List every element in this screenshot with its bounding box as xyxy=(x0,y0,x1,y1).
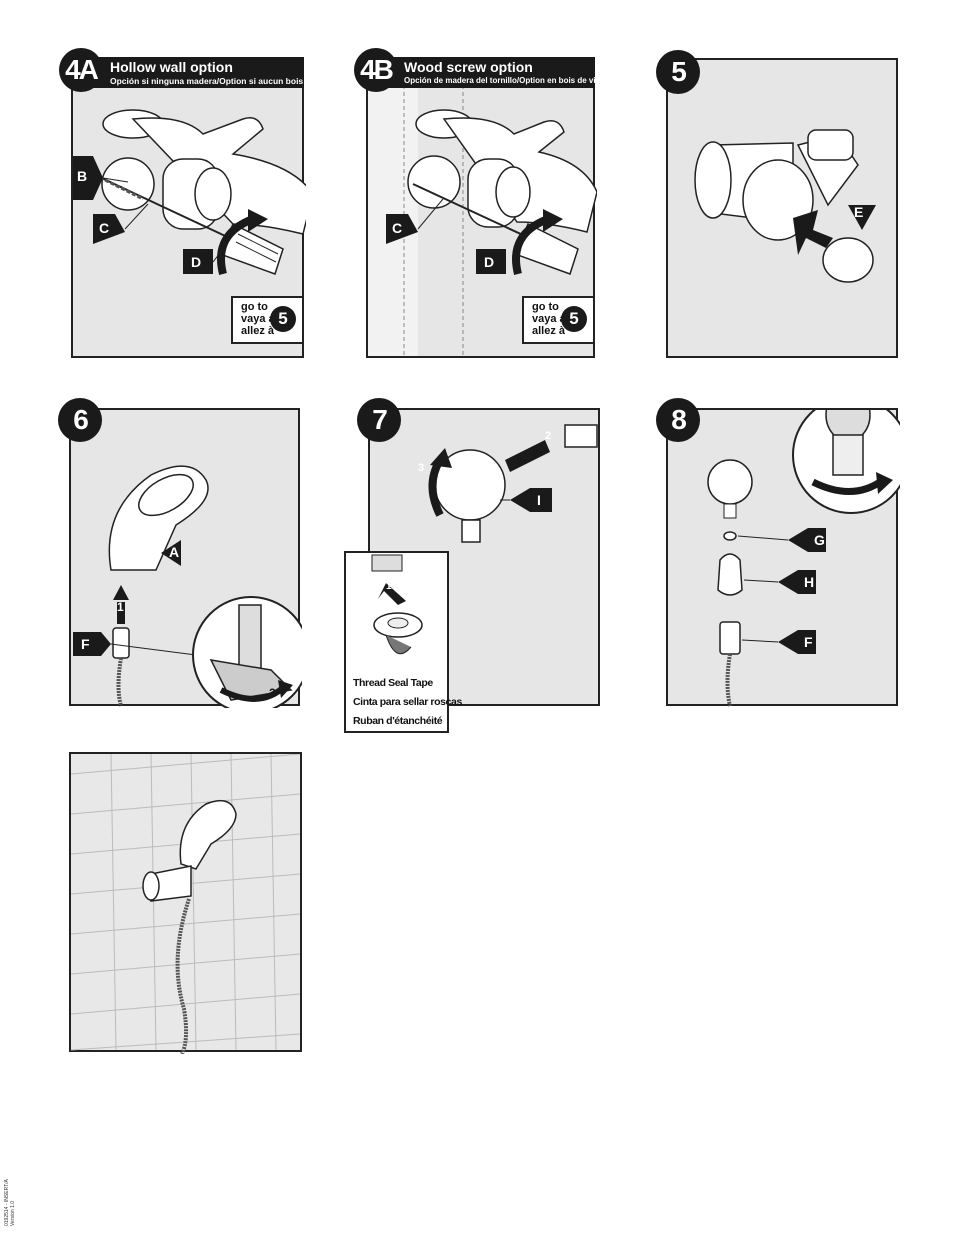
callout-c-marker xyxy=(386,214,418,244)
tape-label-es: Cinta para sellar roscas xyxy=(353,696,462,708)
arrow-label-1: 1 xyxy=(117,600,124,614)
callout-a: A xyxy=(169,544,180,560)
step-4a-subtitle: Opción si ninguna madera/Option si aucun… xyxy=(110,76,304,86)
goto-step-badge: 5 xyxy=(270,306,296,332)
callout-h-marker xyxy=(778,570,816,594)
document-version-text: Version 1.0 xyxy=(10,1200,16,1226)
step-4b-subtitle: Opción de madera del tornillo/Option en … xyxy=(404,76,601,85)
callout-f-marker xyxy=(73,632,111,656)
callout-d-marker xyxy=(183,249,213,274)
callout-i-marker xyxy=(510,488,552,512)
step-6-panel: A F 1 2 xyxy=(69,408,302,708)
callout-f-marker xyxy=(778,630,816,654)
step-8-panel: G H F xyxy=(666,408,900,707)
callout-f: F xyxy=(804,634,813,650)
arrow-label-1: 1 xyxy=(386,581,392,592)
callout-g: G xyxy=(814,532,825,548)
step-6-badge: 6 xyxy=(58,398,102,442)
step-4a-title-bar: Hollow wall option Opción si ninguna mad… xyxy=(86,57,304,88)
goto-step-badge: 5 xyxy=(561,306,587,332)
callout-e: E xyxy=(854,204,864,220)
tape-label-fr: Ruban d'étanchéité xyxy=(353,715,443,727)
callout-h: H xyxy=(804,574,815,590)
tape-label-en: Thread Seal Tape xyxy=(353,677,433,689)
arrow-label-2: 2 xyxy=(545,430,552,442)
step-4b-illustration xyxy=(368,64,597,356)
callout-d: D xyxy=(191,254,202,270)
callout-d-marker xyxy=(476,249,506,274)
step-4b-badge: 4B xyxy=(354,48,398,92)
callout-g-marker xyxy=(788,528,826,552)
step-7-badge: 7 xyxy=(357,398,401,442)
step-8-illustration xyxy=(707,410,900,707)
callout-f: F xyxy=(81,636,90,652)
step-4a-illustration xyxy=(73,109,306,275)
thread-seal-tape-box: 1 Thread Seal Tape Cinta para sellar ros… xyxy=(344,551,462,733)
callout-i: I xyxy=(537,492,541,508)
callout-c: C xyxy=(99,220,110,236)
arrow-label-2: 2 xyxy=(269,686,276,700)
step-4b-title-bar: Wood screw option Opción de madera del t… xyxy=(380,57,600,88)
step-4a-panel: B C D go to vaya a allez à 5 xyxy=(71,62,306,358)
goto-box: go to vaya a allez à 5 xyxy=(231,296,304,344)
step-5-panel: E xyxy=(666,58,898,358)
step-4a-title: Hollow wall option xyxy=(110,59,233,75)
final-installation-panel xyxy=(69,752,302,1054)
step-5-illustration xyxy=(694,129,876,283)
arrow-label-3: 3 xyxy=(418,462,425,474)
step-4b-title: Wood screw option xyxy=(404,59,533,75)
callout-d: D xyxy=(484,254,495,270)
tile-wall-illustration xyxy=(71,754,301,1054)
step-7-illustration xyxy=(428,424,598,543)
goto-box: go to vaya a allez à 5 xyxy=(522,296,595,344)
step-6-illustration xyxy=(73,465,302,708)
thread-seal-tape-illustration xyxy=(371,554,423,655)
step-5-badge: 5 xyxy=(656,50,700,94)
callout-c: C xyxy=(392,220,403,236)
callout-b-marker xyxy=(73,156,103,200)
document-code: 0192514 - INSERT/A Version 1.0 xyxy=(4,1179,16,1226)
step-8-badge: 8 xyxy=(656,398,700,442)
step-4a-badge: 4A xyxy=(59,48,103,92)
callout-c-marker xyxy=(93,214,125,244)
callout-b: B xyxy=(77,168,88,184)
step-4b-panel: C D go to vaya a allez à 5 xyxy=(366,62,597,358)
callout-e-marker xyxy=(848,205,876,230)
